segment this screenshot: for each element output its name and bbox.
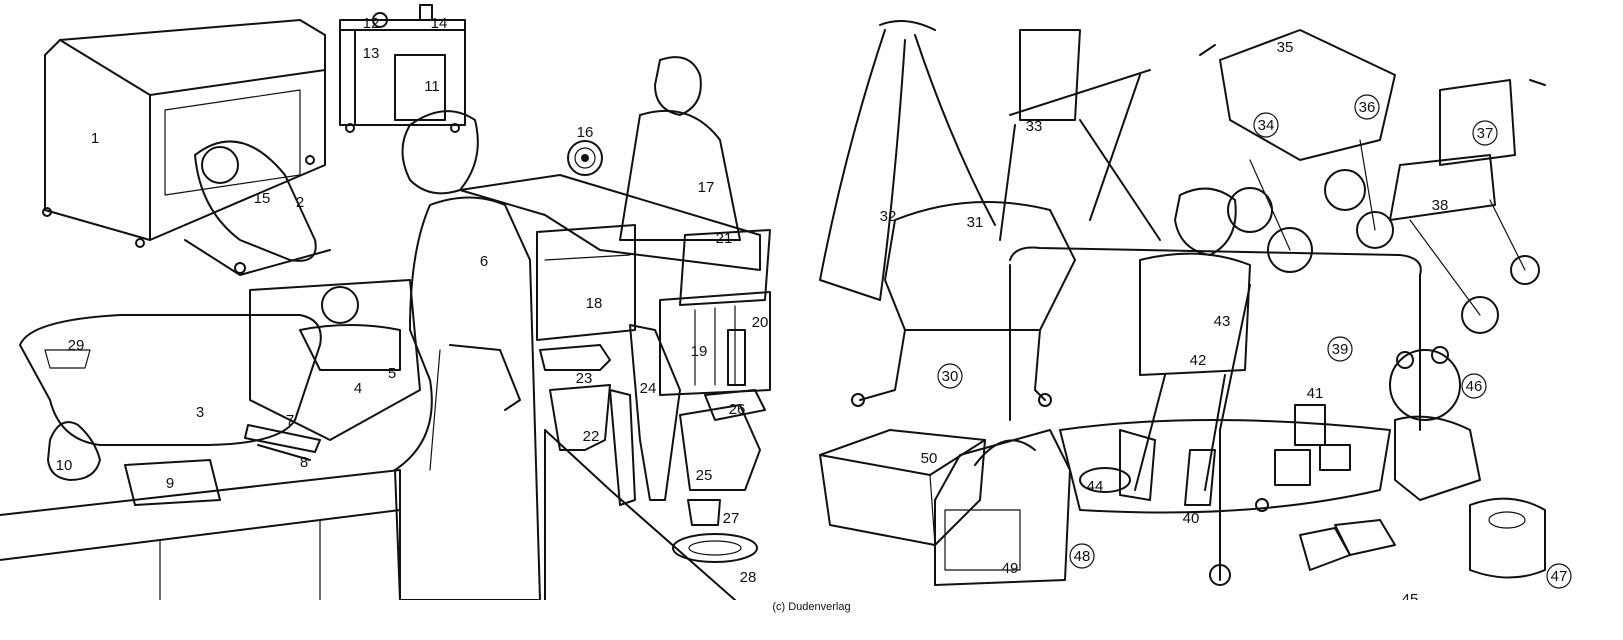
mother — [394, 110, 541, 600]
toddler — [1119, 187, 1251, 506]
label-6: 6 — [480, 253, 488, 270]
high-chair — [999, 29, 1161, 241]
baby-bath — [19, 314, 322, 446]
potty — [1469, 497, 1546, 579]
cup-and-plate — [672, 499, 758, 563]
label-17: 17 — [698, 179, 715, 196]
label-27: 27 — [723, 510, 740, 527]
brush-and-comb — [244, 424, 321, 461]
label-34: 34 — [1258, 117, 1275, 134]
changing-unit — [249, 279, 421, 441]
label-44: 44 — [1087, 478, 1104, 495]
jacket-and-bonnet — [679, 389, 766, 491]
building-blocks — [1274, 404, 1351, 486]
label-31: 31 — [967, 214, 984, 231]
pushchair — [1389, 79, 1546, 334]
label-25: 25 — [696, 467, 713, 484]
label-16: 16 — [577, 124, 594, 141]
label-5: 5 — [388, 365, 396, 382]
label-41: 41 — [1307, 385, 1324, 402]
folded-towel — [124, 459, 221, 506]
label-28: 28 — [740, 569, 757, 586]
rattle-ring — [1079, 467, 1131, 493]
label-1: 1 — [91, 130, 99, 147]
label-49: 49 — [1002, 560, 1019, 577]
label-32: 32 — [880, 208, 897, 225]
bassinet — [851, 201, 1076, 407]
item-labels: 1 2 3 4 5 6 7 8 9 10 11 12 13 14 15 16 1… — [56, 15, 1572, 600]
label-13: 13 — [363, 45, 380, 62]
label-40: 40 — [1183, 510, 1200, 527]
teddy-bear — [1389, 346, 1481, 501]
ball — [567, 140, 603, 176]
label-26: 26 — [729, 401, 746, 418]
label-24: 24 — [640, 380, 657, 397]
label-39: 39 — [1332, 341, 1349, 358]
label-45: 45 — [1402, 591, 1419, 600]
baby-clothes — [539, 324, 681, 506]
label-9: 9 — [166, 475, 174, 492]
label-11: 11 — [424, 78, 440, 95]
copyright-credit: (c) Dudenverlag — [772, 601, 851, 613]
label-29: 29 — [68, 337, 85, 354]
label-46: 46 — [1466, 378, 1483, 395]
baby-bouncer — [184, 140, 331, 276]
travel-cot — [42, 19, 326, 248]
label-3: 3 — [196, 404, 204, 421]
label-14: 14 — [431, 15, 448, 32]
baby-shoes — [1299, 519, 1396, 571]
label-47: 47 — [1551, 568, 1568, 585]
label-20: 20 — [752, 314, 769, 331]
label-4: 4 — [354, 380, 362, 397]
label-21: 21 — [716, 230, 733, 247]
playpen — [1009, 246, 1422, 586]
label-19: 19 — [691, 343, 708, 360]
label-18: 18 — [586, 295, 603, 312]
label-50: 50 — [921, 450, 938, 467]
nursery-illustration: 1 2 3 4 5 6 7 8 9 10 11 12 13 14 15 16 1… — [0, 4, 1572, 600]
label-42: 42 — [1190, 352, 1207, 369]
label-8: 8 — [300, 454, 308, 471]
side-table — [544, 429, 736, 600]
bottle-rack — [659, 229, 771, 396]
carrycot-bag — [934, 429, 1071, 586]
label-38: 38 — [1432, 197, 1449, 214]
label-7: 7 — [286, 412, 294, 429]
nursery-trolley — [339, 4, 466, 133]
label-36: 36 — [1359, 99, 1376, 116]
label-15: 15 — [254, 190, 271, 207]
label-43: 43 — [1214, 313, 1231, 330]
rubber-duck — [47, 421, 101, 481]
toiletries-box — [536, 224, 636, 341]
label-12: 12 — [363, 15, 380, 32]
child-in-sleeping-bag — [459, 56, 761, 271]
label-10: 10 — [56, 457, 73, 474]
label-22: 22 — [583, 428, 600, 445]
label-2: 2 — [296, 194, 304, 211]
counter — [0, 469, 401, 600]
label-23: 23 — [576, 370, 593, 387]
label-35: 35 — [1277, 39, 1294, 56]
pacifier — [1255, 498, 1269, 512]
label-33: 33 — [1026, 118, 1043, 135]
canopy — [819, 20, 996, 301]
pram — [1199, 29, 1396, 273]
label-48: 48 — [1074, 548, 1091, 565]
label-37: 37 — [1477, 125, 1494, 142]
label-30: 30 — [942, 368, 959, 385]
storage-box — [819, 429, 986, 546]
